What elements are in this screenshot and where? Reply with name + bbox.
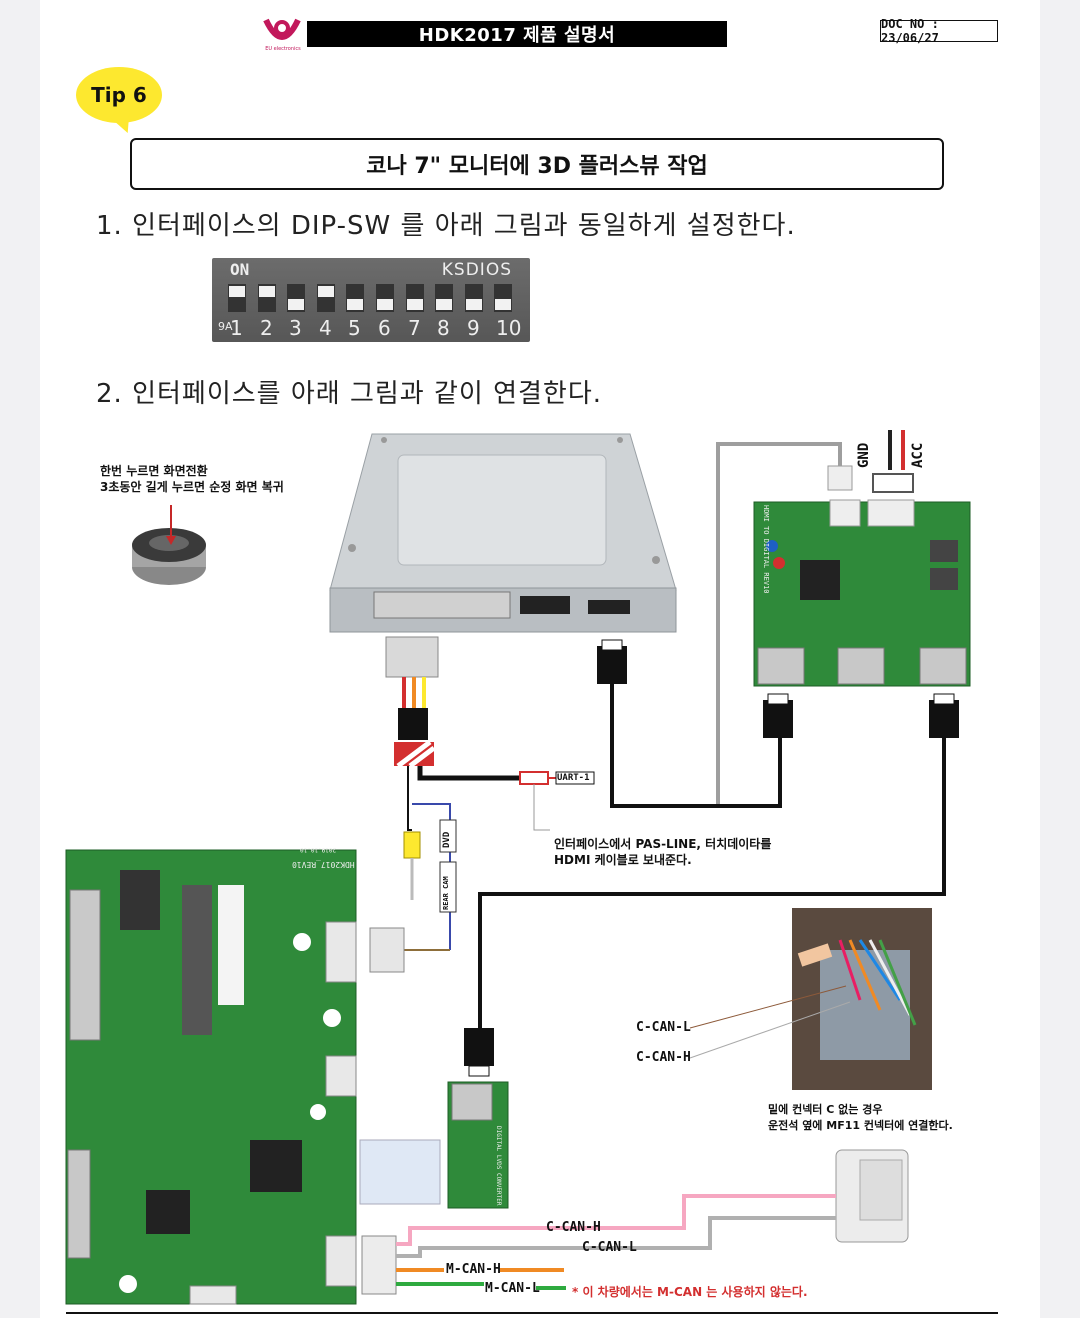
connector-note: 밑에 컨넥터 C 없는 경우 운전석 옆에 MF11 컨넥터에 연결한다. xyxy=(768,1102,953,1134)
dip-switch-8 xyxy=(435,284,453,312)
mf11-connector xyxy=(835,1149,909,1243)
dip-knob xyxy=(407,299,423,310)
interface-box xyxy=(329,433,677,633)
dip-ga-label: 9A xyxy=(218,320,233,333)
dip-on-label: ON xyxy=(230,260,250,279)
board-rev-label: HDK2017_REV10 xyxy=(292,860,355,869)
step-1-text: 1. 인터페이스의 DIP-SW 를 아래 그림과 동일하게 설정한다. xyxy=(96,211,796,241)
uart-label: UART-1 xyxy=(557,773,590,783)
dip-switch-5 xyxy=(346,284,364,312)
step-2-text: 2. 인터페이스를 아래 그림과 같이 연결한다. xyxy=(96,379,603,409)
lvds-board xyxy=(359,1081,509,1209)
board-date-label: 2019.10.10 xyxy=(300,846,337,853)
gnd-label: GND xyxy=(856,442,872,468)
dip-number-10: 10 xyxy=(496,316,522,340)
dip-knob xyxy=(288,299,304,310)
dip-number-5: 5 xyxy=(348,316,361,340)
brand-logo-icon xyxy=(263,18,301,40)
dip-switch-9 xyxy=(465,284,483,312)
bottom-rule xyxy=(66,1312,998,1314)
dip-switch-7 xyxy=(406,284,424,312)
tip-label: Tip 6 xyxy=(91,83,147,107)
hdmi-board xyxy=(753,465,971,687)
dip-knob xyxy=(466,299,482,310)
mcan-warning: * 이 차량에서는 M-CAN 는 사용하지 않는다. xyxy=(572,1285,808,1299)
dip-knob xyxy=(259,286,275,297)
brand-small-text: EU electronics xyxy=(265,46,301,52)
dip-switch-4 xyxy=(317,284,335,312)
dip-number-8: 8 xyxy=(437,316,450,340)
can-l-bottom-label: C-CAN-L xyxy=(582,1240,637,1255)
dip-switch-1 xyxy=(228,284,246,312)
can-h-bottom-label: C-CAN-H xyxy=(546,1220,601,1235)
left-margin xyxy=(0,0,40,1318)
dip-switch-6 xyxy=(376,284,394,312)
dip-model-label: KSDIOS xyxy=(441,260,512,280)
dip-knob xyxy=(436,299,452,310)
dip-number-1: 1 xyxy=(230,316,243,340)
dip-switch-3 xyxy=(287,284,305,312)
right-margin xyxy=(1040,0,1080,1318)
dip-knob xyxy=(229,286,245,297)
dip-number-6: 6 xyxy=(378,316,391,340)
mcan-l-label: M-CAN-L xyxy=(485,1281,540,1296)
connector-note-line1: 밑에 컨넥터 C 없는 경우 xyxy=(768,1103,883,1116)
hdmi-cables xyxy=(464,639,959,1077)
wire-harness xyxy=(369,636,595,973)
dip-knob xyxy=(347,299,363,310)
document-title: HDK2017 제품 설명서 xyxy=(307,21,727,47)
dip-number-2: 2 xyxy=(260,316,273,340)
dip-knob xyxy=(495,299,511,310)
dip-number-9: 9 xyxy=(467,316,480,340)
tip-bubble: Tip 6 xyxy=(76,67,162,123)
hdmi-note-line1: 인터페이스에서 PAS-LINE, 터치데이타를 xyxy=(554,837,772,851)
rotary-button-icon xyxy=(132,505,206,585)
dip-switch-2 xyxy=(258,284,276,312)
button-note: 한번 누르면 화면전환 3초동안 길게 누르면 순정 화면 복귀 xyxy=(100,463,284,495)
dip-switch-10 xyxy=(494,284,512,312)
car-connector-photo xyxy=(689,908,932,1090)
section-title: 코나 7" 모니터에 3D 플러스뷰 작업 xyxy=(130,138,944,190)
dip-number-7: 7 xyxy=(408,316,421,340)
button-note-line1: 한번 누르면 화면전환 xyxy=(100,464,208,478)
can-h-top-label: C-CAN-H xyxy=(636,1050,691,1065)
can-l-top-label: C-CAN-L xyxy=(636,1020,691,1035)
hdmi-note-line2: HDMI 케이블로 보내준다. xyxy=(554,853,692,867)
rear-cam-label: REAR CAM xyxy=(442,876,450,910)
mcan-h-label: M-CAN-H xyxy=(446,1262,501,1277)
dip-number-3: 3 xyxy=(289,316,302,340)
dip-knob xyxy=(318,286,334,297)
hdmi-board-label: HDMI TO DIGITAL REV10 xyxy=(762,505,770,594)
dip-number-4: 4 xyxy=(319,316,332,340)
can-wires xyxy=(361,1194,836,1295)
lvds-board-label: DIGITAL LVDS CONVERTER xyxy=(495,1126,502,1206)
dip-knob xyxy=(377,299,393,310)
acc-label: ACC xyxy=(910,442,926,468)
doc-number: DOC NO : 23/06/27 xyxy=(880,17,998,45)
dvd-label: DVD xyxy=(442,831,452,848)
button-note-line2: 3초동안 길게 누르면 순정 화면 복귀 xyxy=(100,480,284,494)
hdmi-note: 인터페이스에서 PAS-LINE, 터치데이타를 HDMI 케이블로 보내준다. xyxy=(554,836,771,868)
connector-note-line2: 운전석 옆에 MF11 컨넥터에 연결한다. xyxy=(768,1119,953,1132)
main-pcb xyxy=(65,849,357,1305)
